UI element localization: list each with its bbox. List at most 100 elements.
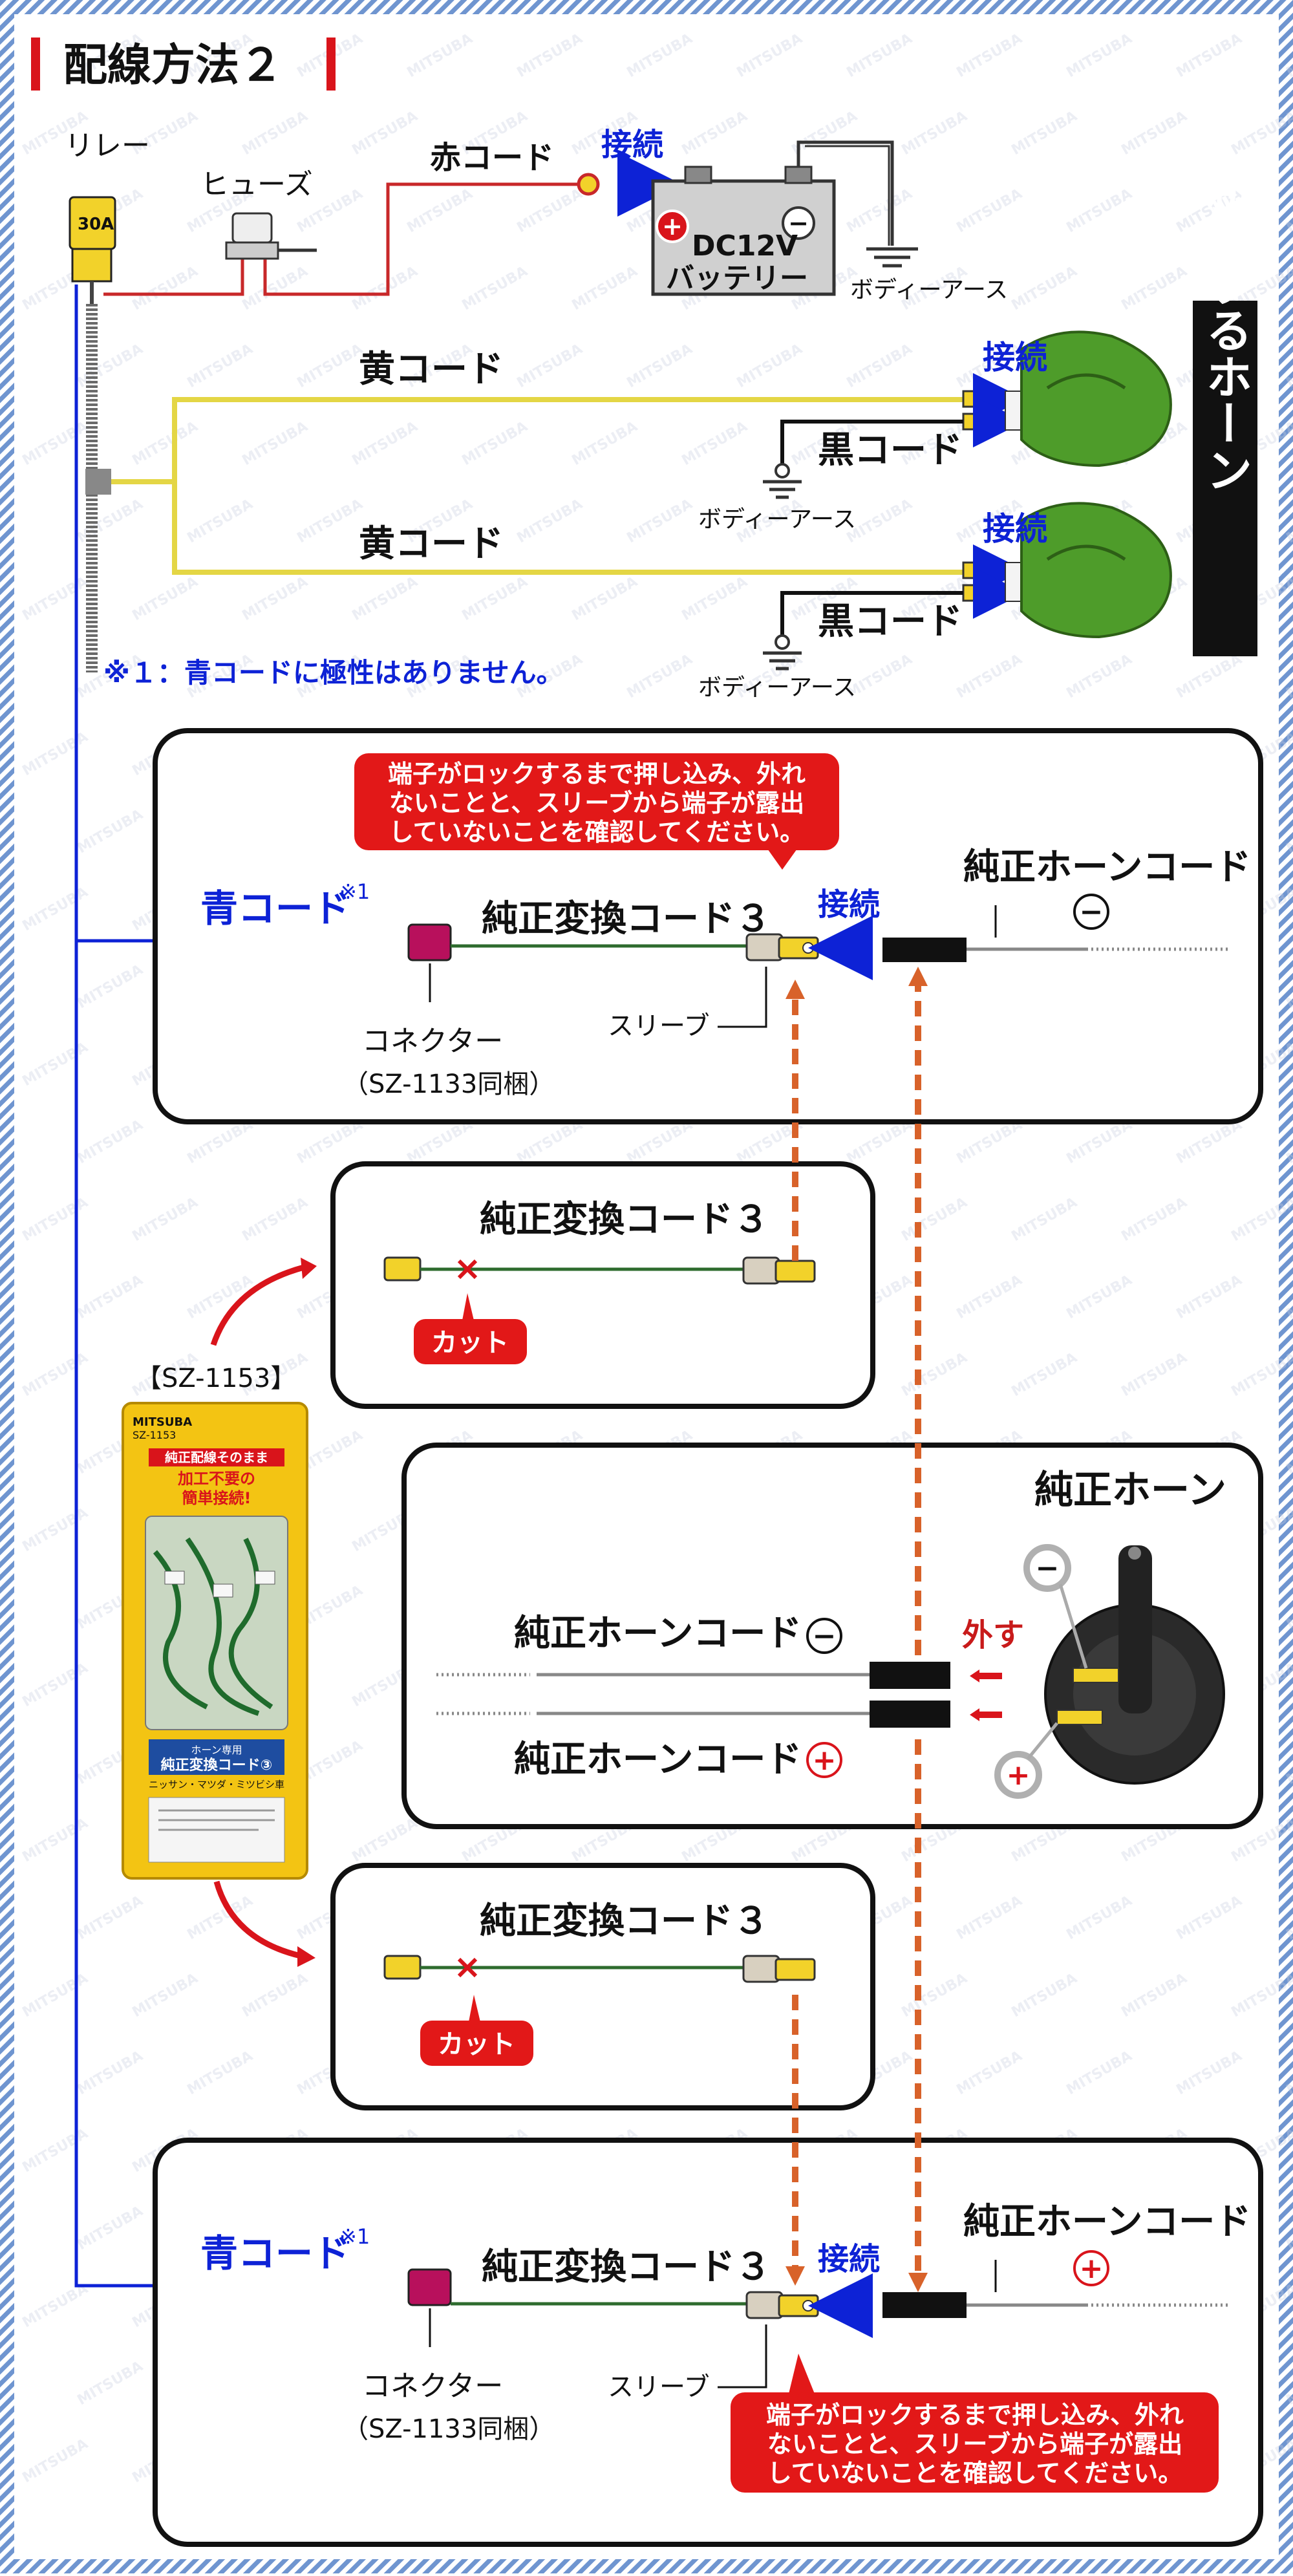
- watermark-text: MITSUBA: [20, 2436, 91, 2486]
- black-cord-1-label: 黒コード: [818, 429, 963, 471]
- watermark-text: MITSUBA: [20, 2125, 91, 2176]
- watermark-text: MITSUBA: [460, 263, 531, 314]
- panel-minus-connection: 端子がロックするまで押し込み、外れ ないことと、スリーブから端子が露出 していな…: [155, 731, 1261, 1122]
- watermark-text: MITSUBA: [1009, 263, 1080, 314]
- horn-cord-plug-5: [882, 2292, 967, 2318]
- watermark-text: MITSUBA: [350, 574, 421, 624]
- panel-plus-connection: 青コード ※1 純正変換コード３ 接続 純正ホーンコード + スリーブ コネクタ…: [155, 2140, 1261, 2544]
- horn-cord-label-1: 純正ホーンコード: [963, 846, 1251, 888]
- watermark-text: MITSUBA: [1064, 1272, 1135, 1322]
- watermark-text: MITSUBA: [20, 2281, 91, 2331]
- watermark-text: MITSUBA: [1009, 1194, 1080, 1245]
- relay-label: リレー: [65, 129, 150, 162]
- connector-1: [409, 925, 451, 960]
- watermark-text: MITSUBA: [899, 108, 970, 158]
- watermark-text: MITSUBA: [405, 30, 476, 81]
- watermark-text: MITSUBA: [1119, 1970, 1190, 2021]
- sleeve-label-1: スリーブ: [608, 1011, 710, 1041]
- polarity-minus-1: −: [1080, 896, 1104, 928]
- earth-symbol: [866, 249, 918, 266]
- watermark-text: MITSUBA: [20, 1194, 91, 1245]
- title-bar-left: [31, 38, 40, 91]
- watermark-text: MITSUBA: [75, 341, 146, 391]
- horn-cord-plug-minus: [870, 1662, 950, 1689]
- watermark-text: MITSUBA: [350, 418, 421, 469]
- watermark-text: MITSUBA: [625, 651, 696, 702]
- watermark-text: MITSUBA: [75, 2048, 146, 2098]
- page-title-group: 配線方法２: [31, 38, 336, 91]
- panel-original-horn: 純正ホーン 純正ホーンコード − 純正ホーンコード + 外す − +: [404, 1445, 1261, 1827]
- watermark-text: MITSUBA: [20, 1349, 91, 1400]
- watermark-text: MITSUBA: [240, 263, 311, 314]
- horn-cord-plug-1: [882, 938, 967, 962]
- ring-terminal: [579, 175, 598, 194]
- watermark-text: MITSUBA: [899, 1194, 970, 1245]
- watermark-text: MITSUBA: [1174, 651, 1245, 702]
- fuse-label: ヒューズ: [200, 168, 313, 201]
- product-makers: ニッサン・マツダ・ミツビシ車: [149, 1779, 284, 1790]
- horn-cord-minus-label: 純正ホーンコード: [514, 1613, 802, 1655]
- remove-label: 外す: [962, 1617, 1024, 1653]
- title-bar-right: [326, 38, 336, 91]
- watermark-text: MITSUBA: [240, 574, 311, 624]
- watermark-text: MITSUBA: [1119, 108, 1190, 158]
- watermark-text: MITSUBA: [954, 30, 1025, 81]
- product-tagline-3: 簡単接続!: [182, 1489, 251, 1507]
- product-name: 純正変換コード③: [161, 1757, 273, 1774]
- watermark-text: MITSUBA: [734, 30, 806, 81]
- horn-cord-plus-polarity: +: [813, 1744, 837, 1777]
- watermark-text: MITSUBA: [625, 341, 696, 391]
- product-tag: ホーン専用: [191, 1744, 242, 1756]
- watermark-text: MITSUBA: [1064, 1893, 1135, 1943]
- watermark-text: MITSUBA: [75, 2358, 146, 2409]
- watermark-text: MITSUBA: [295, 496, 366, 546]
- watermark-text: MITSUBA: [844, 341, 915, 391]
- watermark-text: MITSUBA: [240, 418, 311, 469]
- watermark-text: MITSUBA: [185, 341, 256, 391]
- watermark-text: MITSUBA: [20, 418, 91, 469]
- product-tagline-2: 加工不要の: [178, 1470, 255, 1488]
- body-earth-label-3: ボディーアース: [698, 674, 856, 701]
- horn-cord-label-5: 純正ホーンコード: [963, 2201, 1251, 2243]
- watermark-text: MITSUBA: [20, 1039, 91, 1089]
- conversion-cord-label-1: 純正変換コード３: [482, 898, 771, 940]
- horn-cord-minus-polarity: −: [813, 1620, 837, 1653]
- black-cord-2-label: 黒コード: [818, 601, 963, 643]
- yellow-cord-1-label: 黄コード: [359, 349, 504, 391]
- watermark-text: MITSUBA: [625, 496, 696, 546]
- product-model: SZ-1153: [133, 1429, 176, 1441]
- watermark-text: MITSUBA: [20, 1660, 91, 1710]
- battery-icon: + − DC12V バッテリー: [653, 167, 834, 295]
- watermark-text: MITSUBA: [75, 1117, 146, 1167]
- watermark-text: MITSUBA: [20, 729, 91, 779]
- watermark-text: MITSUBA: [844, 186, 915, 236]
- connect-label-horn-1: 接続: [983, 339, 1047, 376]
- watermark-text: MITSUBA: [1064, 651, 1135, 702]
- cut-label-1: カット: [431, 1328, 509, 1358]
- watermark-text: MITSUBA: [1009, 1349, 1080, 1400]
- watermark-text: MITSUBA: [515, 186, 586, 236]
- watermark-text: MITSUBA: [1009, 108, 1080, 158]
- connector-label-5: コネクター: [362, 2370, 503, 2403]
- watermark-text: MITSUBA: [350, 263, 421, 314]
- connector-5: [409, 2270, 451, 2305]
- note-mark-1: ※1: [339, 879, 370, 904]
- watermark-text: MITSUBA: [350, 108, 421, 158]
- watermark-text: MITSUBA: [515, 496, 586, 546]
- sleeve-terminal-1: [747, 934, 818, 960]
- sleeve-label-5: スリーブ: [608, 2372, 710, 2402]
- battery-voltage: DC12V: [692, 230, 798, 263]
- watermark-text: MITSUBA: [1174, 1272, 1245, 1322]
- panel-cut-1: 純正変換コード３ カット: [333, 1164, 873, 1406]
- connect-label-5: 接続: [818, 2241, 880, 2277]
- battery-name: バッテリー: [666, 262, 808, 295]
- watermark-text: MITSUBA: [625, 30, 696, 81]
- cut-label-2: カット: [438, 2030, 515, 2059]
- conversion-cord-label-4: 純正変換コード３: [480, 1900, 769, 1942]
- watermark-text: MITSUBA: [570, 263, 641, 314]
- watermark-text: MITSUBA: [75, 496, 146, 546]
- watermark-text: MITSUBA: [1119, 1349, 1190, 1400]
- watermark-text: MITSUBA: [899, 1970, 970, 2021]
- page-title: 配線方法２: [63, 40, 283, 91]
